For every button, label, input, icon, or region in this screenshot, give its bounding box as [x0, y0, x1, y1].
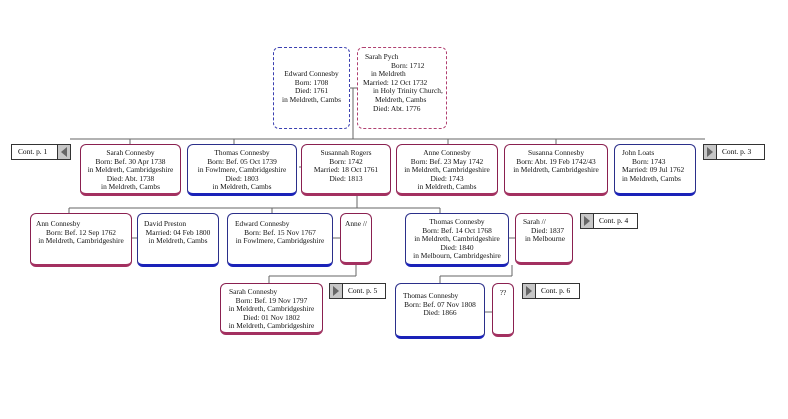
person-line: Anne // [345, 219, 367, 228]
arrow-right-icon [581, 214, 594, 228]
person-line: Died: 1813 [329, 173, 363, 183]
person-line: in Meldreth, Cambridgeshire [87, 165, 174, 175]
cont-p5-button[interactable]: Cont. p. 5 [329, 283, 386, 299]
person-line: Thomas Connesby [214, 148, 270, 157]
person-susanna-connesby[interactable]: Susanna Connesby Born: Abt. 19 Feb 1742/… [504, 144, 608, 196]
cont-label: Cont. p. 1 [18, 147, 48, 156]
person-line: Sarah Connesby [229, 287, 278, 296]
person-line: Born: 1708 [294, 77, 329, 87]
person-line: Born: Bef. 15 Nov 1767 [244, 227, 316, 237]
person-anne-unknown[interactable]: Anne // [340, 213, 372, 265]
person-line: Born: 1743 [632, 156, 666, 166]
cont-p4-button[interactable]: Cont. p. 4 [580, 213, 638, 229]
person-line: in Melbourne [525, 234, 566, 244]
person-thomas-connesby-1739[interactable]: Thomas Connesby Born: Bef. 05 Oct 1739 i… [187, 144, 297, 196]
person-line: Died: 1866 [423, 308, 457, 318]
person-line: in Meldreth, Cambs [622, 173, 681, 183]
person-line: Meldreth, Cambs [375, 94, 427, 104]
person-line: Died: 1837 [531, 225, 565, 235]
person-line: Susanna Connesby [527, 148, 585, 157]
arrow-right-icon [330, 284, 343, 298]
person-line: Ann Connesby [36, 219, 81, 228]
person-line: Died: 01 Nov 1802 [243, 312, 300, 322]
person-david-preston[interactable]: David Preston Married: 04 Feb 1800 in Me… [137, 213, 219, 267]
person-line: Born: Bef. 12 Sep 1762 [45, 227, 116, 237]
person-line: Married: 09 Jul 1762 [622, 165, 685, 175]
person-edward-connesby-1767[interactable]: Edward Connesby Born: Bef. 15 Nov 1767 i… [227, 213, 333, 267]
person-line: in Meldreth, Cambridgeshire [414, 234, 500, 244]
person-line: Born: Bef. 30 Apr 1738 [95, 156, 166, 166]
person-sarah-connesby-1797[interactable]: Sarah Connesby Born: Bef. 19 Nov 1797 in… [220, 283, 323, 335]
cont-label: Cont. p. 4 [599, 216, 629, 225]
person-susannah-rogers[interactable]: Susannah Rogers Born: 1742 Married: 18 O… [301, 144, 391, 196]
person-sarah-pych[interactable]: Sarah Pych Born: 1712 in Meldreth Marrie… [357, 47, 447, 129]
cont-label: Cont. p. 6 [541, 286, 571, 295]
person-unknown-spouse[interactable]: ?? [492, 283, 514, 337]
person-line: in Meldreth, Cambridgeshire [404, 165, 490, 175]
person-line: Died: Abt. 1738 [106, 173, 155, 183]
cont-p3-button[interactable]: Cont. p. 3 [703, 144, 765, 160]
person-line: Born: Abt. 19 Feb 1742/43 [516, 156, 596, 166]
person-line: in Meldreth, Cambs [282, 94, 341, 104]
person-line: in Meldreth, Cambs [101, 182, 160, 192]
person-line: in Meldreth, Cambs [148, 236, 208, 246]
person-line: Thomas Connesby [429, 217, 485, 226]
person-line: Died: 1840 [440, 242, 474, 252]
person-anne-connesby[interactable]: Anne Connesby Born: Bef. 23 May 1742 in … [396, 144, 498, 196]
person-line: Born: Bef. 07 Nov 1808 [404, 299, 476, 309]
person-line: in Melbourn, Cambridgeshire [413, 251, 501, 261]
person-line: Died: 1743 [430, 173, 464, 183]
cont-label: Cont. p. 5 [348, 286, 378, 295]
person-line: Married: 04 Feb 1800 [145, 227, 211, 237]
person-line: Born: 1712 [391, 60, 425, 70]
arrow-right-icon [523, 284, 536, 298]
person-line: Sarah Pych [365, 52, 399, 61]
person-line: Susannah Rogers [320, 148, 372, 157]
person-line: Born: Bef. 23 May 1742 [410, 156, 484, 166]
person-sarah-connesby-1738[interactable]: Sarah Connesby Born: Bef. 30 Apr 1738 in… [80, 144, 181, 196]
person-line: ?? [499, 288, 507, 297]
person-line: Married: 18 Oct 1761 [313, 165, 379, 175]
person-line: Born: Bef. 05 Oct 1739 [207, 156, 277, 166]
person-thomas-connesby-1768[interactable]: Thomas Connesby Born: Bef. 14 Oct 1768 i… [405, 213, 509, 267]
person-line: Thomas Connesby [403, 291, 459, 300]
arrow-left-icon [57, 145, 70, 159]
person-thomas-connesby-1808[interactable]: Thomas Connesby Born: Bef. 07 Nov 1808 D… [395, 283, 485, 339]
cont-p1-button[interactable]: Cont. p. 1 [11, 144, 71, 160]
person-line: Died: 1761 [294, 86, 329, 96]
person-line: in Meldreth, Cambs [417, 182, 477, 192]
person-line: Sarah // [523, 217, 546, 226]
person-line: in Meldreth, Cambs [212, 182, 272, 192]
person-line: in Fowlmere, Cambridgeshire [197, 165, 287, 175]
person-line: Sarah Connesby [106, 148, 155, 157]
person-line: Edward Connesby [235, 219, 290, 228]
arrow-right-icon [704, 145, 717, 159]
person-line: Born: Bef. 14 Oct 1768 [422, 225, 492, 235]
person-line: John Loats [622, 148, 655, 157]
person-line: in Meldreth, Cambridgeshire [38, 236, 124, 246]
cont-p6-button[interactable]: Cont. p. 6 [522, 283, 580, 299]
person-line: Born: Bef. 19 Nov 1797 [235, 295, 308, 305]
person-ann-connesby[interactable]: Ann Connesby Born: Bef. 12 Sep 1762 in M… [30, 213, 132, 267]
person-line: in Meldreth, Cambridgeshire [228, 304, 315, 314]
person-line: in Holy Trinity Church, [373, 86, 443, 96]
person-line: Married: 12 Oct 1732 [363, 77, 428, 87]
person-line: Born: 1742 [329, 156, 363, 166]
person-sarah-unknown[interactable]: Sarah // Died: 1837 in Melbourne [515, 213, 573, 265]
cont-label: Cont. p. 3 [722, 147, 752, 156]
person-line: Died: Abt. 1776 [373, 103, 421, 113]
person-line: Anne Connesby [423, 148, 471, 157]
person-line: in Meldreth, Cambridgeshire [513, 165, 599, 175]
person-line: in Meldreth, Cambridgeshire [228, 321, 315, 331]
person-edward-connesby-1708[interactable]: Edward Connesby Born: 1708 Died: 1761 in… [273, 47, 350, 129]
person-line: in Meldreth [371, 69, 406, 79]
person-john-loats[interactable]: John Loats Born: 1743 Married: 09 Jul 17… [614, 144, 696, 196]
person-line: Edward Connesby [284, 69, 339, 78]
person-line: Died: 1803 [225, 173, 259, 183]
person-line: in Fowlmere, Cambridgeshire [235, 236, 325, 246]
person-line: David Preston [144, 219, 187, 228]
